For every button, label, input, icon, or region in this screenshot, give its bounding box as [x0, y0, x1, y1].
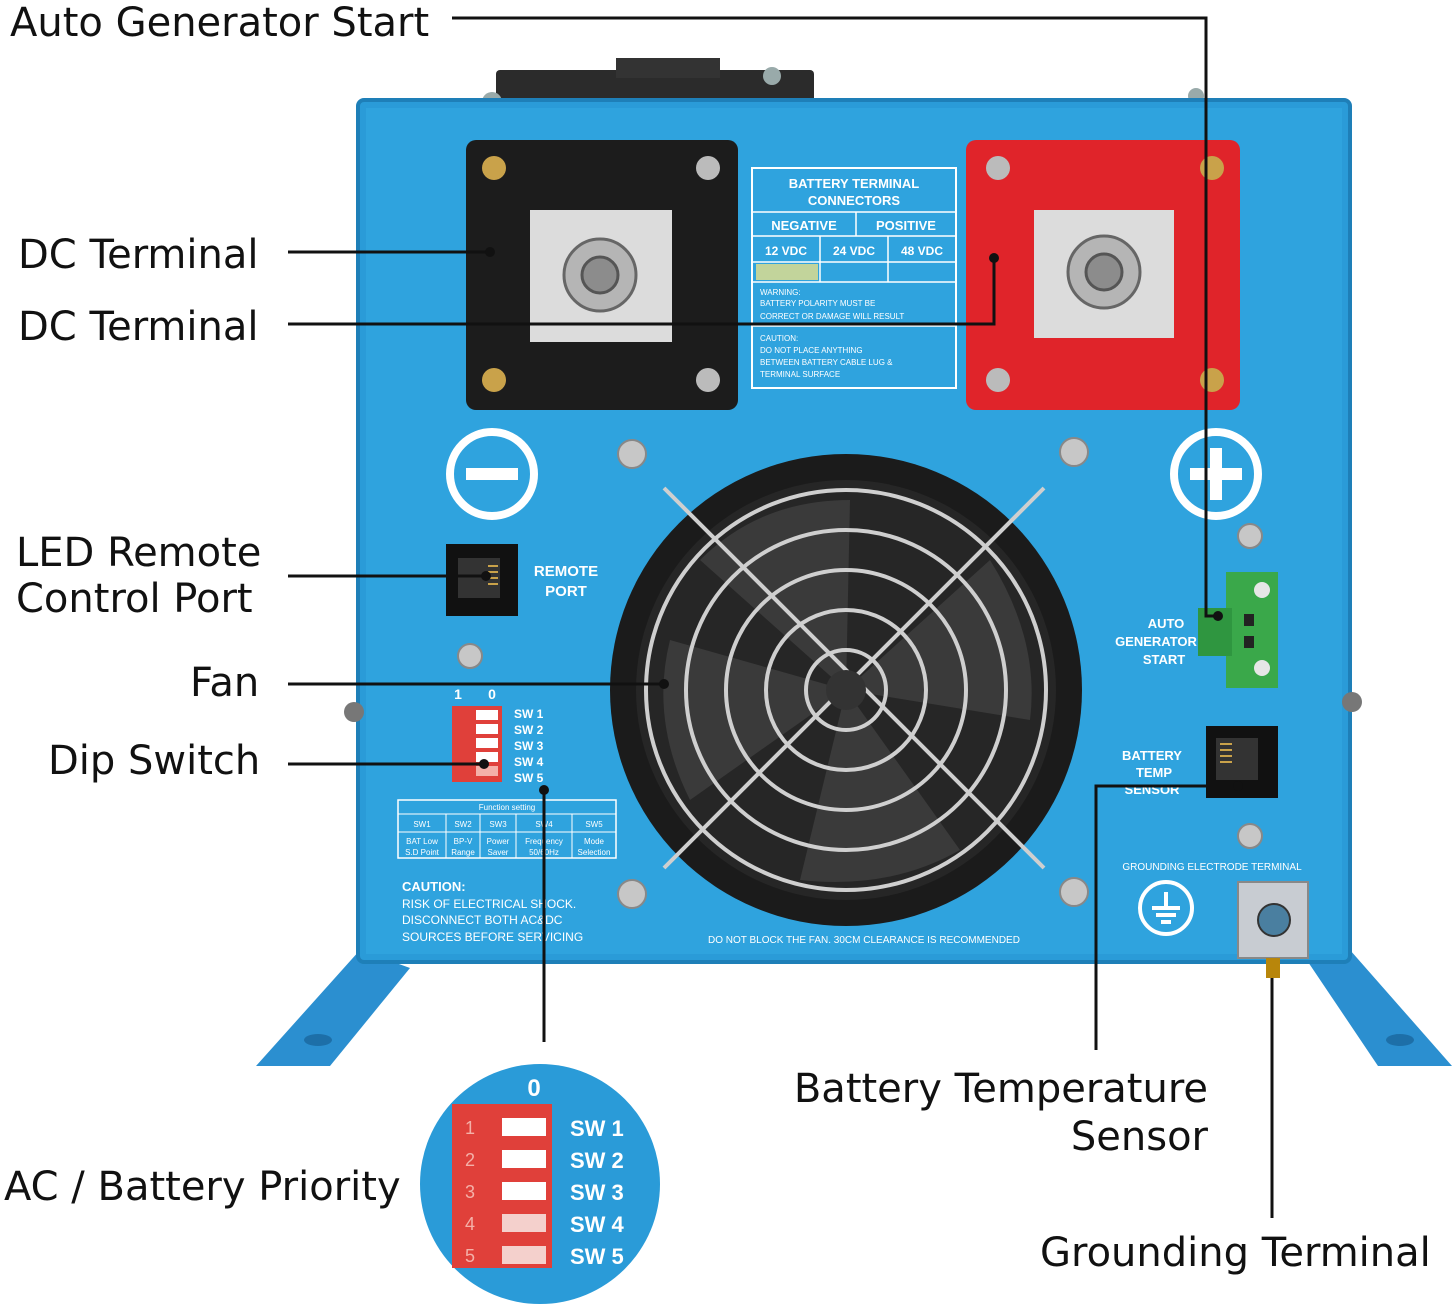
func-title: Function setting [479, 803, 535, 812]
svg-text:1: 1 [465, 1118, 475, 1138]
sw2-label: SW 2 [514, 723, 544, 737]
top-handle [482, 58, 1204, 112]
func-r1-1: BAT Low [406, 837, 438, 846]
callout-ac-battery-priority: AC / Battery Priority [4, 1164, 401, 1210]
callout-auto-generator-start: Auto Generator Start [10, 0, 430, 46]
zoom-sw2: SW 2 [570, 1148, 624, 1173]
bt-label-3: SENSOR [1125, 782, 1181, 797]
leader-dots [479, 247, 1243, 795]
label-title-1: BATTERY TERMINAL [789, 176, 920, 191]
caution-1: CAUTION: [760, 334, 798, 343]
callout-battery-temp-1: Battery Temperature [793, 1066, 1208, 1112]
zoom-sw3: SW 3 [570, 1180, 624, 1205]
leader-lines [288, 16, 1274, 1218]
zoom-sw5: SW 5 [570, 1244, 624, 1269]
svg-text:4: 4 [465, 1214, 475, 1234]
mounting-feet [256, 950, 1452, 1066]
callout-battery-temp-2: Sensor [1070, 1114, 1208, 1160]
ground-electrode-label: GROUNDING ELECTRODE TERMINAL [1122, 862, 1302, 873]
sw1-label: SW 1 [514, 707, 544, 721]
warning-2: BATTERY POLARITY MUST BE [760, 299, 875, 308]
auto-label-3: START [1143, 652, 1185, 667]
func-r1-3: Power [487, 837, 510, 846]
callout-grounding-terminal: Grounding Terminal [1040, 1230, 1431, 1276]
callout-dip-switch: Dip Switch [48, 738, 261, 784]
ground-icon [1138, 880, 1194, 936]
v12-label: 12 VDC [765, 244, 807, 258]
remote-label-1: REMOTE [534, 563, 598, 580]
svg-text:5: 5 [465, 1246, 475, 1266]
sw4-label: SW 4 [514, 755, 544, 769]
caution-b3: DISCONNECT BOTH AC&DC [402, 913, 563, 927]
zoom-sw1: SW 1 [570, 1116, 624, 1141]
dip-0-label: 0 [488, 686, 496, 702]
caution-b2: RISK OF ELECTRICAL SHOCK. [402, 897, 576, 911]
callout-fan: Fan [190, 660, 260, 706]
func-r1-2: BP-V [454, 837, 473, 846]
func-r2-3: Saver [488, 848, 509, 857]
callout-dc-terminal-negative: DC Terminal [18, 232, 259, 278]
func-r2-2: Range [451, 848, 475, 857]
caution-3: BETWEEN BATTERY CABLE LUG & [760, 358, 893, 367]
svg-text:2: 2 [465, 1150, 475, 1170]
v48-label: 48 VDC [901, 244, 943, 258]
func-col-2: SW2 [454, 820, 472, 829]
fan-note: DO NOT BLOCK THE FAN. 30CM CLEARANCE IS … [708, 935, 1020, 946]
label-title-2: CONNECTORS [808, 193, 901, 208]
grounding-terminal[interactable] [1237, 881, 1309, 978]
func-col-3: SW3 [489, 820, 507, 829]
warning-3: CORRECT OR DAMAGE WILL RESULT [760, 312, 904, 321]
dip-1-label: 1 [454, 686, 462, 702]
svg-text:3: 3 [465, 1182, 475, 1202]
positive-dc-terminal[interactable] [966, 140, 1240, 410]
caution-b1: CAUTION: [402, 879, 466, 894]
bt-label-1: BATTERY [1122, 748, 1182, 763]
auto-generator-terminal[interactable] [1198, 572, 1278, 688]
dip-switch[interactable] [452, 706, 502, 782]
func-r2-5: Selection [578, 848, 611, 857]
warning-1: WARNING: [760, 288, 801, 297]
callout-led-remote-1: LED Remote [16, 530, 262, 576]
callout-dc-terminal-positive: DC Terminal [18, 304, 259, 350]
terminal-label: BATTERY TERMINAL CONNECTORS NEGATIVE POS… [751, 167, 957, 389]
auto-label-1: AUTO [1148, 616, 1185, 631]
caution-b4: SOURCES BEFORE SERVICING [402, 930, 583, 944]
plus-icon [1170, 428, 1262, 520]
positive-label: POSITIVE [876, 218, 936, 233]
caution-4: TERMINAL SURFACE [760, 370, 840, 379]
zoom-sw4: SW 4 [570, 1212, 625, 1237]
negative-dc-terminal[interactable] [466, 140, 738, 410]
callout-led-remote-2: Control Port [16, 576, 253, 622]
sw3-label: SW 3 [514, 739, 544, 753]
func-r1-5: Mode [584, 837, 605, 846]
func-col-1: SW1 [413, 820, 431, 829]
minus-icon [446, 428, 538, 520]
dip-switch-zoom: 1 2 3 4 5 0 SW 1 SW 2 SW 3 SW 4 SW 5 [420, 1064, 660, 1304]
zoom-zero-label: 0 [527, 1075, 540, 1102]
sw5-label: SW 5 [514, 771, 544, 785]
v24-label: 24 VDC [833, 244, 875, 258]
panel-screws [457, 437, 1263, 909]
remote-label-2: PORT [545, 583, 587, 600]
func-col-5: SW5 [585, 820, 603, 829]
caution-2: DO NOT PLACE ANYTHING [760, 346, 863, 355]
remote-port[interactable] [446, 544, 518, 616]
bt-label-2: TEMP [1136, 765, 1172, 780]
negative-label: NEGATIVE [771, 218, 837, 233]
func-r2-1: S.D Point [405, 848, 440, 857]
auto-label-2: GENERATOR [1115, 634, 1197, 649]
cooling-fan [610, 454, 1082, 926]
